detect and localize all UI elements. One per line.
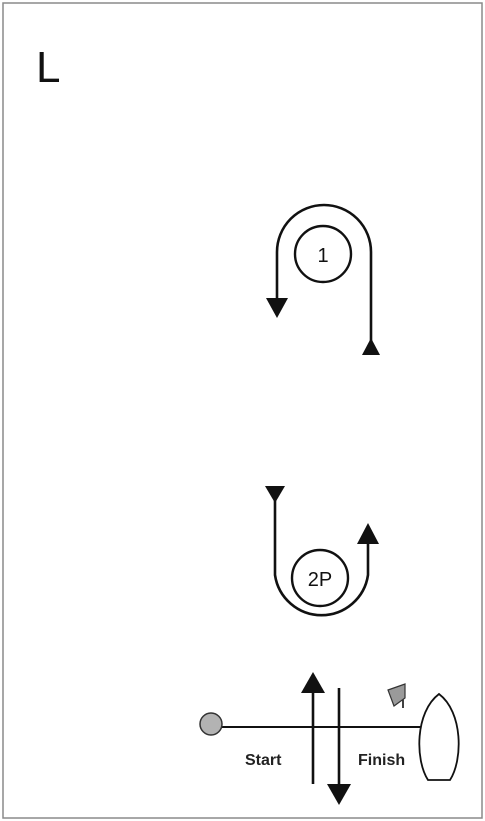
mark-1-entry-arrow-icon [362, 338, 380, 355]
mark-1: 1 [293, 224, 353, 284]
flag-icon [387, 683, 406, 707]
mark-2p-label: 2P [308, 569, 332, 591]
start-finish-area: Start Finish [199, 672, 460, 805]
mark-2p-rounding-path [265, 486, 379, 617]
finish-label: Finish [358, 752, 405, 769]
mark-2p-entry-arrow-icon [265, 486, 285, 503]
start-label: Start [245, 752, 282, 769]
mark-2p-exit-arrow-icon [357, 523, 379, 544]
committee-boat-icon [387, 683, 460, 781]
pin-buoy-icon [199, 712, 223, 736]
upwind-arrow-icon [301, 672, 325, 693]
mark-1-rounding-path [266, 203, 380, 355]
course-letter: L [36, 43, 60, 92]
downwind-arrow-icon [327, 784, 351, 805]
mark-1-label: 1 [317, 245, 328, 267]
mark-1-exit-arrow-icon [266, 298, 288, 318]
mark-2p: 2P [290, 548, 350, 608]
